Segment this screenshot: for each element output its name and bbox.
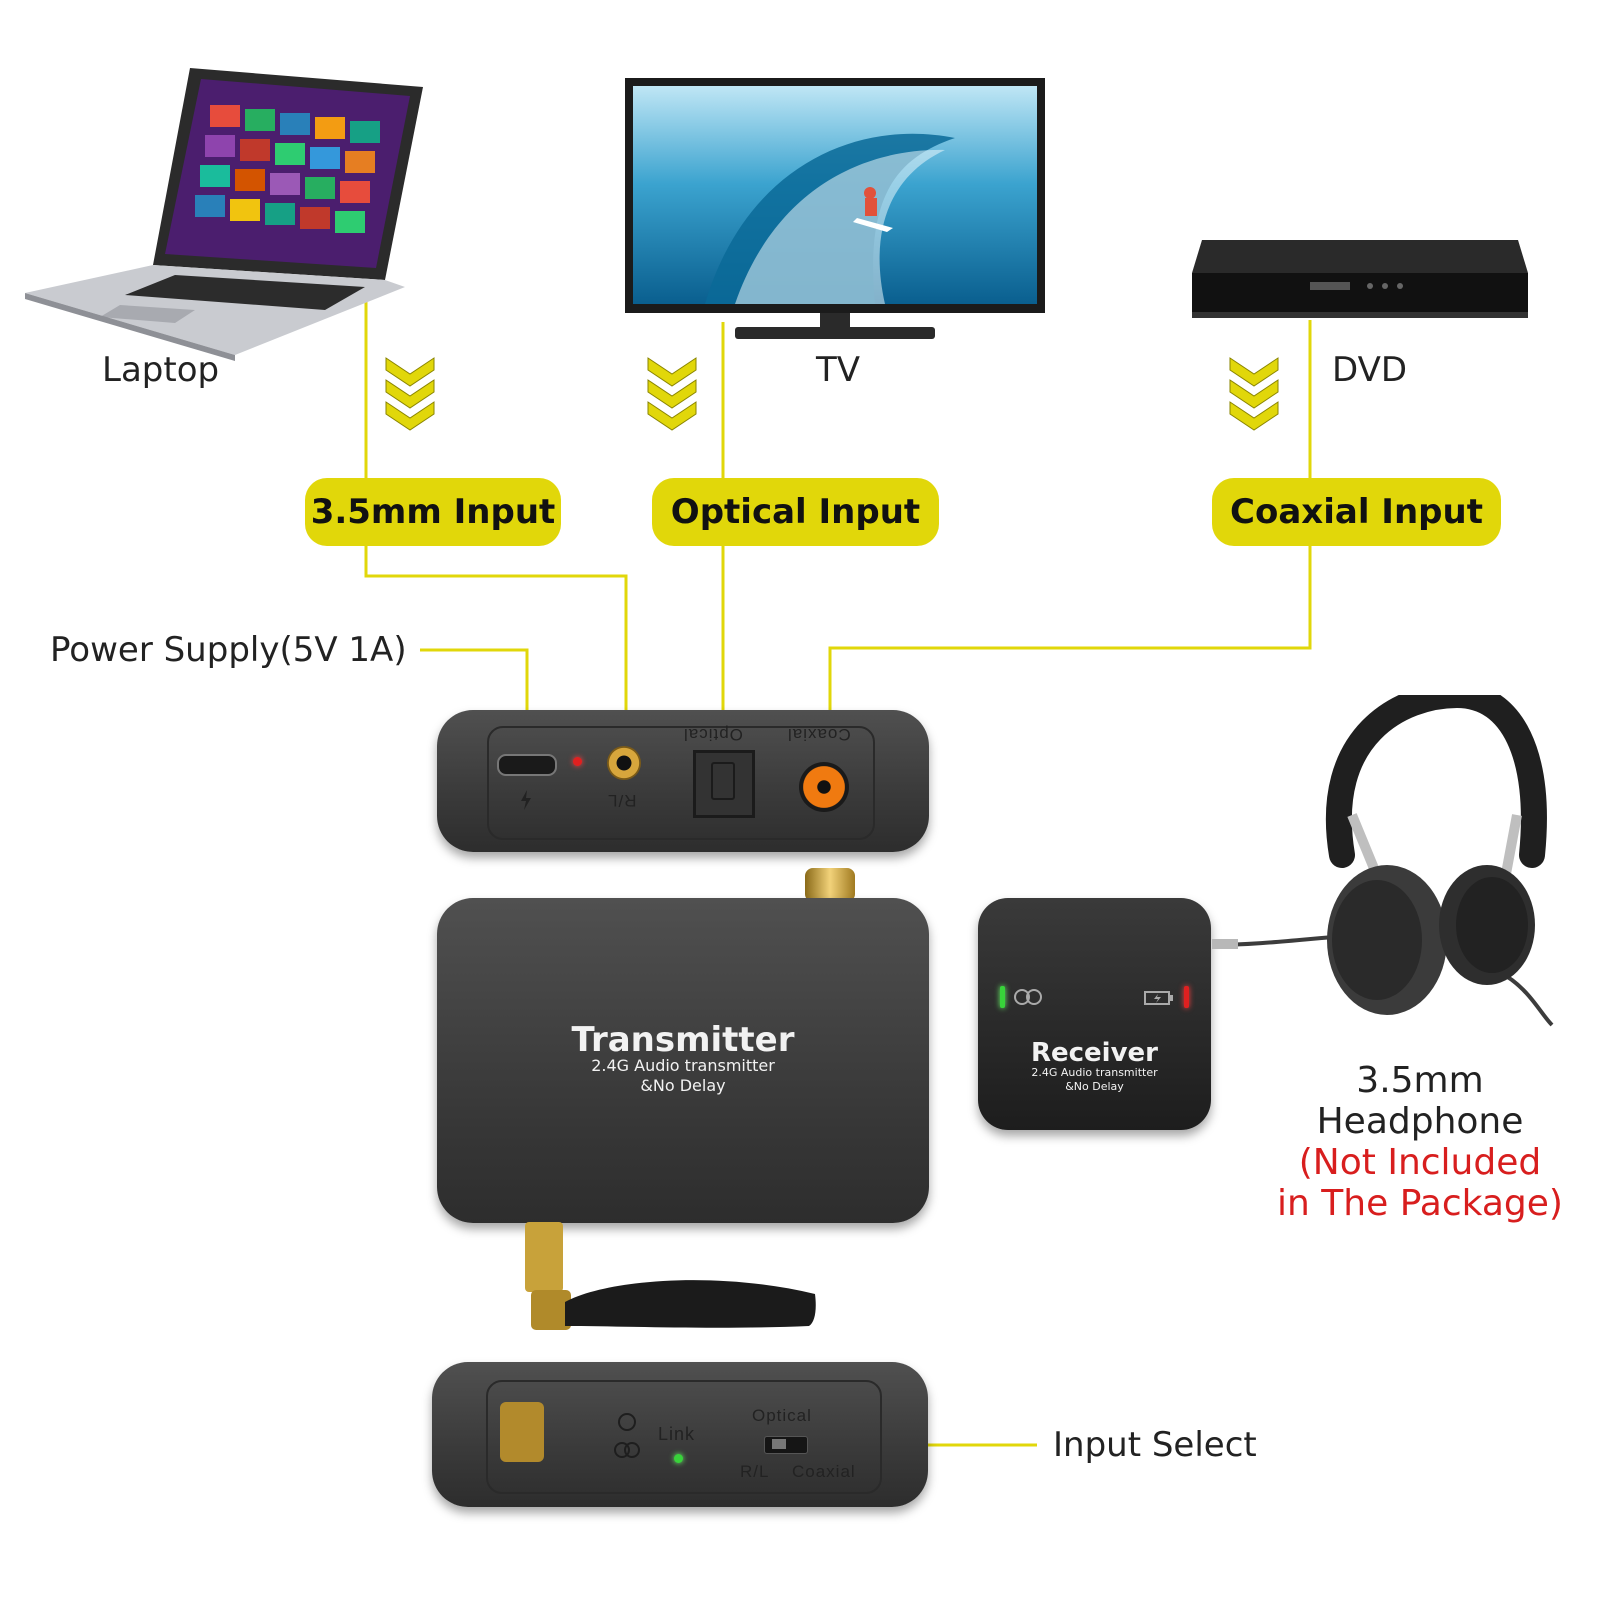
receiver-red-led (1184, 986, 1189, 1008)
coaxial-port (799, 762, 849, 812)
receiver-body: Receiver 2.4G Audio transmitter &No Dela… (978, 898, 1211, 1130)
input-select-switch-knob[interactable] (772, 1439, 786, 1449)
dvd-player-image (1192, 240, 1528, 318)
coaxial-port-label: Coaxial (787, 725, 851, 744)
input-select-switch[interactable] (764, 1436, 808, 1454)
source-label-tv: TV (816, 350, 861, 390)
input-pill-optical: Optical Input (652, 478, 939, 546)
receiver-green-led (1000, 986, 1005, 1008)
receiver-subtitle-2: &No Delay (1065, 1080, 1124, 1093)
optical-port-label: Optical (683, 725, 743, 744)
lightning-bolt-icon (521, 790, 531, 810)
headphones-image (1212, 695, 1554, 1027)
power-led (573, 757, 582, 766)
antenna-image (525, 1222, 816, 1330)
usb-c-port (497, 754, 557, 776)
chevron-down-icon (1229, 357, 1279, 431)
power-supply-label: Power Supply(5V 1A) (50, 630, 407, 670)
chevron-down-icon (647, 357, 697, 431)
switch-optical-label: Optical (752, 1406, 812, 1425)
battery-icon (1144, 991, 1173, 1005)
optical-port-slot (711, 762, 735, 800)
transmitter-front-panel: Link Optical R/L Coaxial (432, 1362, 928, 1507)
headphone-label-line1: 3.5mm (1356, 1060, 1484, 1101)
headphone-note-line1: (Not Included (1298, 1142, 1542, 1183)
rl-audio-jack (607, 746, 641, 780)
input-pill-3-5mm: 3.5mm Input (305, 478, 561, 546)
link-icon (614, 1413, 640, 1458)
transmitter-back-panel: R/L Optical Coaxial (437, 710, 929, 852)
tv-image (625, 78, 1045, 339)
link-label: Link (658, 1424, 696, 1444)
front-panel-frame (486, 1380, 882, 1494)
transmitter-body: Transmitter 2.4G Audio transmitter &No D… (437, 898, 929, 1223)
back-panel-frame (487, 726, 875, 840)
headphone-label-line2: Headphone (1316, 1101, 1524, 1142)
line-laptop-to-rl (364, 290, 628, 760)
chevron-down-icon (385, 357, 435, 431)
link-led (674, 1454, 683, 1463)
transmitter-subtitle-2: &No Delay (640, 1076, 726, 1095)
switch-rl-label: R/L (740, 1462, 770, 1481)
source-label-dvd: DVD (1332, 350, 1408, 390)
receiver-subtitle-1: 2.4G Audio transmitter (1031, 1066, 1158, 1079)
gold-rca-connector (805, 868, 855, 902)
source-label-laptop: Laptop (102, 350, 220, 390)
input-pill-coaxial: Coaxial Input (1212, 478, 1501, 546)
laptop-image (25, 68, 423, 361)
rl-port-label: R/L (607, 791, 637, 810)
antenna-base (500, 1402, 544, 1462)
input-select-label: Input Select (1053, 1425, 1257, 1465)
switch-coaxial-label: Coaxial (792, 1462, 856, 1481)
transmitter-subtitle-1: 2.4G Audio transmitter (591, 1056, 775, 1075)
link-icon (1014, 989, 1042, 1005)
headphone-note-line2: in The Package) (1277, 1183, 1563, 1224)
receiver-title: Receiver (1030, 1038, 1159, 1068)
optical-port (693, 750, 755, 818)
transmitter-title: Transmitter (571, 1020, 795, 1060)
